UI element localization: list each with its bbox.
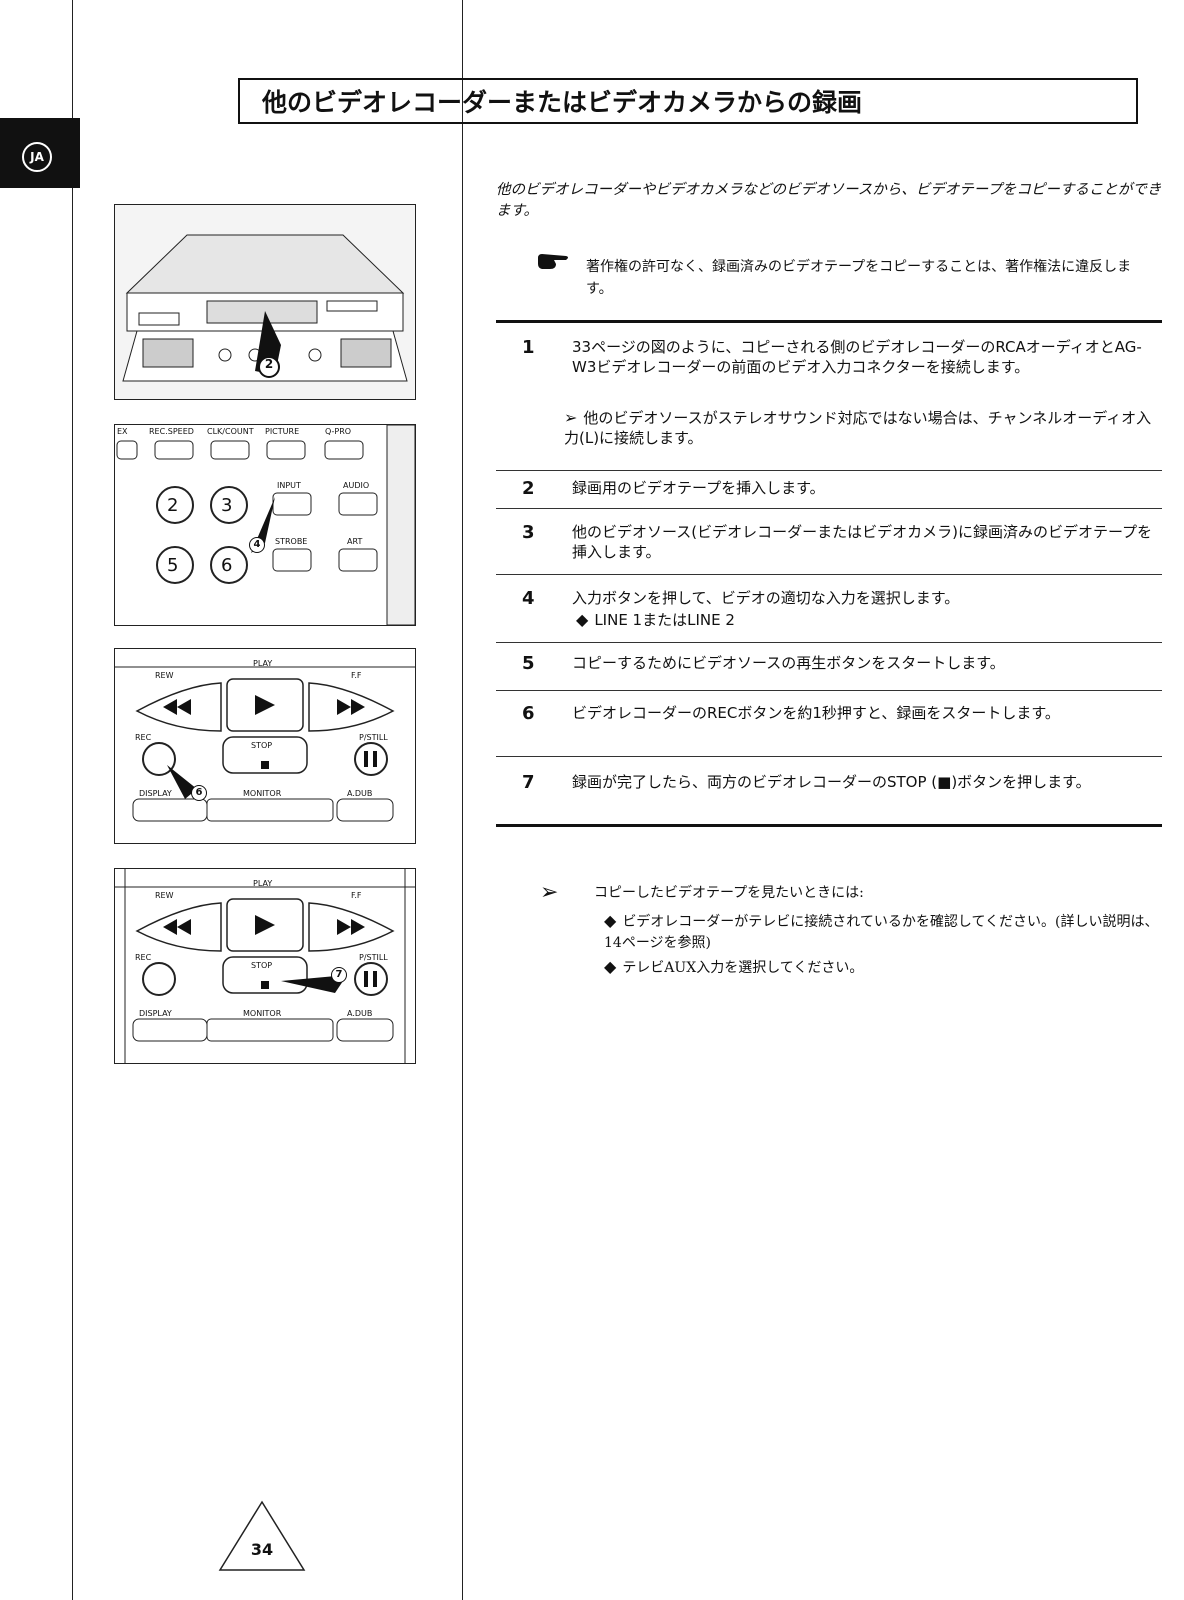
diamond-bullet-icon: ◆ xyxy=(604,911,617,930)
tip-item: ◆ビデオレコーダーがテレビに接続されているかを確認してください。(詳しい説明は、… xyxy=(604,910,1164,954)
pstill-label: P/STILL xyxy=(359,733,388,742)
fig2-label: Q-PRO xyxy=(325,427,352,436)
fig2-label: PICTURE xyxy=(265,427,300,436)
step-number: 2 xyxy=(522,478,535,499)
adub-label: A.DUB xyxy=(347,1009,373,1018)
display-label: DISPLAY xyxy=(139,789,172,798)
transport-illustration xyxy=(115,649,415,843)
step-number: 5 xyxy=(522,653,535,674)
step-separator xyxy=(496,508,1162,509)
left-margin-line xyxy=(72,0,73,1600)
page-title: 他のビデオレコーダーまたはビデオカメラからの録画 xyxy=(238,78,1138,124)
step-number: 3 xyxy=(522,522,535,543)
rew-label: REW xyxy=(155,891,174,900)
steps-bottom-rule xyxy=(496,824,1162,827)
tip-item-text: テレビAUX入力を選択してください。 xyxy=(622,960,864,976)
figure-callout: 7 xyxy=(331,967,347,983)
pstill-label: P/STILL xyxy=(359,953,388,962)
input-label: INPUT xyxy=(277,481,301,490)
step-text: 他のビデオソース(ビデオレコーダーまたはビデオカメラ)に録画済みのビデオテープを… xyxy=(572,523,1153,561)
play-label: PLAY xyxy=(253,659,273,668)
step-text: ビデオレコーダーのRECボタンを約1秒押すと、録画をスタートします。 xyxy=(572,704,1060,722)
display-label: DISPLAY xyxy=(139,1009,172,1018)
step-text: 録画が完了したら、両方のビデオレコーダーのSTOP (■)ボタンを押します。 xyxy=(572,773,1091,791)
pointing-hand-icon xyxy=(538,254,568,269)
ff-label: F.F xyxy=(351,891,362,900)
digit-key: 6 xyxy=(221,555,233,576)
column-divider-line xyxy=(462,0,463,1600)
step-separator xyxy=(496,756,1162,757)
page-number: 34 xyxy=(250,1540,274,1559)
figure-callout: 4 xyxy=(249,537,265,553)
arrow-icon: ➢ xyxy=(564,408,578,427)
diamond-bullet-icon: ◆ xyxy=(604,957,617,976)
step-text: 入力ボタンを押して、ビデオの適切な入力を選択します。 xyxy=(572,589,960,607)
step-number: 4 xyxy=(522,588,535,609)
tip-heading: コピーしたビデオテープを見たいときには: xyxy=(594,885,864,901)
fig2-label: CLK/COUNT xyxy=(207,427,254,436)
step-separator xyxy=(496,574,1162,575)
fig2-label: REC.SPEED xyxy=(149,427,194,436)
step-bullet: ◆ LINE 1またはLINE 2 xyxy=(576,610,1162,630)
step-note-text: 他のビデオソースがステレオサウンド対応ではない場合は、チャンネルオーディオ入力(… xyxy=(564,409,1152,447)
digit-key: 2 xyxy=(167,495,179,516)
monitor-label: MONITOR xyxy=(243,1009,282,1018)
step-number: 7 xyxy=(522,772,535,793)
steps-top-rule xyxy=(496,320,1162,323)
step-text: コピーするためにビデオソースの再生ボタンをスタートします。 xyxy=(572,654,1005,672)
transport-rec-figure: PLAY REW F.F REC STOP P/STILL DISPLAY MO… xyxy=(114,648,416,844)
strobe-label: STROBE xyxy=(275,537,308,546)
adub-label: A.DUB xyxy=(347,789,373,798)
vcr-illustration xyxy=(115,205,415,399)
play-label: PLAY xyxy=(253,879,273,888)
step-text: 33ページの図のように、コピーされる側のビデオレコーダーのRCAオーディオとAG… xyxy=(572,338,1142,376)
step-text: 録画用のビデオテープを挿入します。 xyxy=(572,479,825,497)
page-number-triangle xyxy=(218,1500,306,1571)
rec-label: REC xyxy=(135,733,152,742)
rec-label: REC xyxy=(135,953,152,962)
step-number: 6 xyxy=(522,703,535,724)
ff-label: F.F xyxy=(351,671,362,680)
tip-item: ◆ テレビAUX入力を選択してください。 xyxy=(604,956,1164,979)
monitor-label: MONITOR xyxy=(243,789,282,798)
figure-callout: 2 xyxy=(264,357,274,371)
step-separator xyxy=(496,470,1162,471)
rew-label: REW xyxy=(155,671,174,680)
stop-label: STOP xyxy=(251,961,273,970)
intro-text: 他のビデオレコーダーやビデオカメラなどのビデオソースから、ビデオテープをコピーす… xyxy=(496,182,1162,219)
remote-keypad-figure: EX REC.SPEED CLK/COUNT PICTURE Q-PRO 2 3… xyxy=(114,424,416,626)
tip-item-text: ビデオレコーダーがテレビに接続されているかを確認してください。(詳しい説明は、1… xyxy=(604,914,1159,951)
audio-label: AUDIO xyxy=(343,481,370,490)
transport-stop-figure: PLAY REW F.F REC STOP P/STILL DISPLAY MO… xyxy=(114,868,416,1064)
fig2-label: EX xyxy=(117,427,128,436)
transport-illustration xyxy=(115,869,415,1063)
step-separator xyxy=(496,690,1162,691)
diamond-bullet-icon: ◆ xyxy=(576,610,589,629)
step-separator xyxy=(496,642,1162,643)
step-note: ➢他のビデオソースがステレオサウンド対応ではない場合は、チャンネルオーディオ入力… xyxy=(564,408,1154,448)
language-badge: JA xyxy=(22,142,52,172)
digit-key: 5 xyxy=(167,555,179,576)
art-label: ART xyxy=(347,537,363,546)
copyright-warning: 著作権の許可なく、録画済みのビデオテープをコピーすることは、著作権法に違反します… xyxy=(586,259,1132,297)
arrow-icon: ➢ xyxy=(540,880,559,905)
remote-illustration xyxy=(115,424,416,626)
vcr-front-figure: 2 xyxy=(114,204,416,400)
figure-callout: 6 xyxy=(191,785,207,801)
stop-label: STOP xyxy=(251,741,273,750)
digit-key: 3 xyxy=(221,495,233,516)
step-number: 1 xyxy=(522,337,535,358)
step-bullet-text: LINE 1またはLINE 2 xyxy=(594,611,735,629)
